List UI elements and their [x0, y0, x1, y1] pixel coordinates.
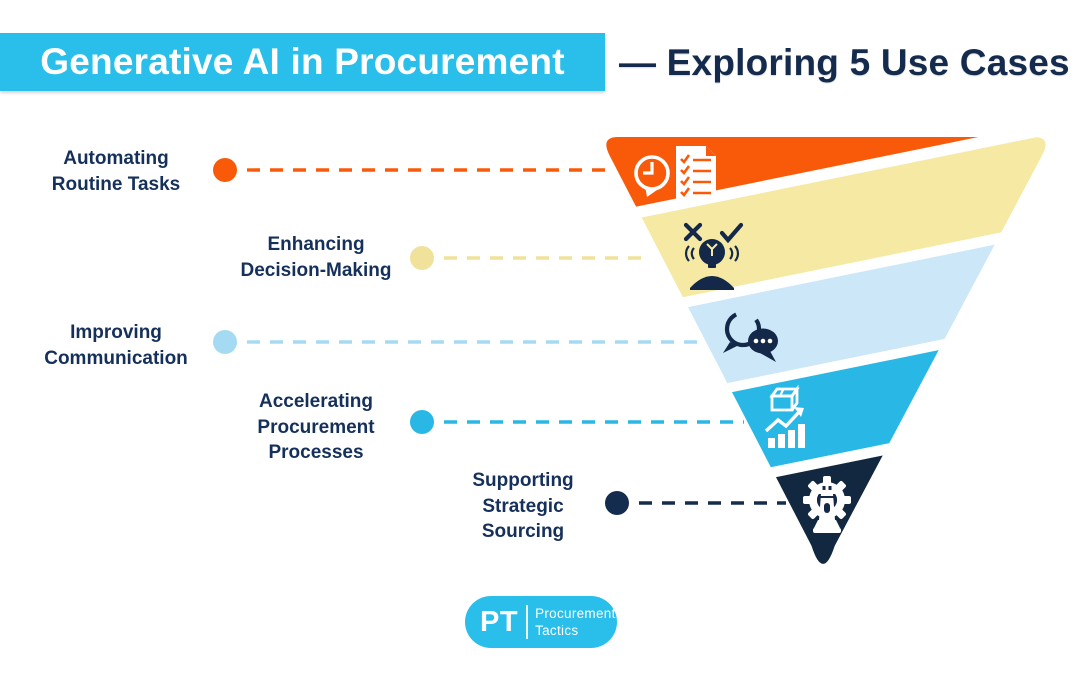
decision-person-lightbulb-icon	[683, 222, 744, 290]
page-subtitle: — Exploring 5 Use Cases	[619, 42, 1070, 83]
task-automation-history-checklist-icon	[634, 146, 716, 199]
connectors	[213, 158, 786, 515]
funnel-level-enhancing-decision-making	[606, 137, 1046, 335]
label-improving-communication: Improving Communication	[44, 322, 188, 369]
connector-dot-2	[410, 246, 434, 270]
label-supporting-strategic-sourcing: Supporting Strategic Sourcing	[472, 470, 574, 542]
logo-abbreviation: PT	[480, 605, 519, 638]
logo-divider	[526, 605, 529, 639]
connector-dot-1	[213, 158, 237, 182]
page-title-highlight: Generative AI in Procurement	[0, 33, 605, 91]
connector-dot-5	[605, 491, 629, 515]
page-title-text: Generative AI in Procurement	[40, 41, 565, 82]
strategic-sourcing-gear-chess-icon	[803, 476, 851, 533]
funnel-level-automating-routine-tasks	[606, 137, 1046, 235]
funnel-bands	[606, 137, 1046, 564]
connector-dot-4	[410, 410, 434, 434]
logo-name: Procurement Tactics	[535, 606, 616, 638]
process-box-growth-chart-icon	[764, 384, 805, 448]
procurement-tactics-logo: PT Procurement Tactics	[465, 596, 617, 648]
label-enhancing-decision-making: Enhancing Decision-Making	[240, 234, 392, 281]
label-accelerating-procurement-processes: Accelerating Procurement Processes	[257, 391, 375, 463]
communication-chat-bubbles-icon	[723, 310, 778, 362]
label-automating-routine-tasks: Automating Routine Tasks	[51, 148, 181, 195]
connector-dot-3	[213, 330, 237, 354]
